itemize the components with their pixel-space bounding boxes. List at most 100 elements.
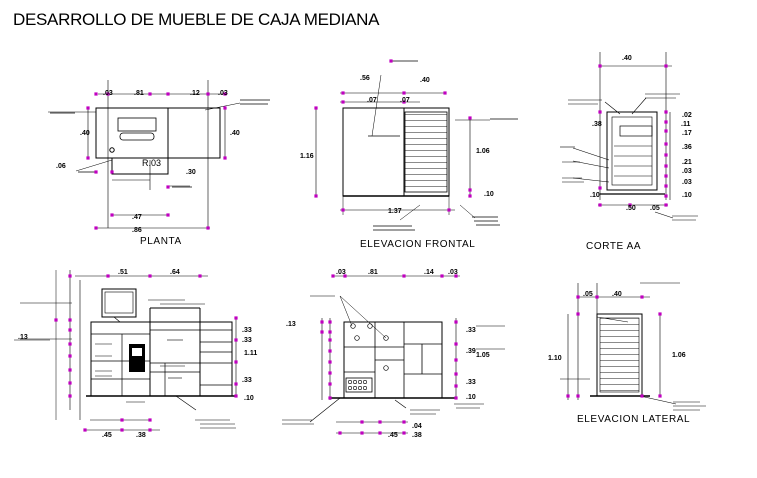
dimension-marker-55 [68, 368, 72, 372]
dimension-marker-34 [664, 129, 668, 133]
dimension-label-planta-7: .30 [186, 169, 196, 176]
dimension-label-planta-9: .86 [132, 227, 142, 234]
dimension-label-planta-6: .06 [56, 163, 66, 170]
dimension-label-elevacion-lateral-2: 1.10 [548, 355, 562, 362]
dimension-label-corte-aa-6: .21 [682, 159, 692, 166]
dimension-marker-65 [148, 428, 152, 432]
dimension-label-elevacion-frontal-1: .40 [420, 77, 430, 84]
dimension-marker-39 [664, 184, 668, 188]
dimension-marker-85 [454, 384, 458, 388]
dimension-label-elevacion-2-2: .14 [424, 269, 434, 276]
dimension-marker-69 [343, 274, 347, 278]
dimension-marker-79 [328, 382, 332, 386]
dimension-labels: .03.81.12.03.40.40.06.30.47.86.56.40.07.… [18, 55, 692, 439]
dimension-marker-54 [68, 354, 72, 358]
dimension-markers [54, 59, 668, 435]
dimension-marker-22 [314, 106, 318, 110]
dimension-label-elevacion-2-9: .10 [466, 394, 476, 401]
planta-caption: PLANTA [140, 236, 182, 247]
dimension-marker-40 [664, 194, 668, 198]
dimension-marker-60 [234, 360, 238, 364]
dimension-label-elevacion-1-0: .51 [118, 269, 128, 276]
dimension-marker-71 [440, 274, 444, 278]
dimension-label-elevacion-1-3: .33 [242, 327, 252, 334]
dimension-marker-8 [223, 106, 227, 110]
dimension-label-elevacion-2-10: .04 [412, 423, 422, 430]
dimension-marker-57 [68, 394, 72, 398]
dimension-label-planta-5: .40 [230, 130, 240, 137]
dimension-label-corte-aa-12: .05 [650, 205, 660, 212]
dimension-label-corte-aa-5: .36 [682, 144, 692, 151]
dimension-marker-28 [468, 188, 472, 192]
planta-view: R.03 [48, 80, 270, 229]
dimension-marker-15 [110, 170, 114, 174]
dimension-marker-77 [328, 360, 332, 364]
dimension-marker-24 [468, 116, 472, 120]
dimension-label-planta-8: .47 [132, 214, 142, 221]
dimension-marker-1 [106, 92, 110, 96]
dimension-label-elevacion-frontal-6: 1.37 [388, 208, 402, 215]
dimension-marker-63 [83, 428, 87, 432]
dimension-marker-84 [454, 372, 458, 376]
dimension-marker-25 [468, 194, 472, 198]
dimension-label-elevacion-1-1: .64 [170, 269, 180, 276]
dimension-label-planta-1: .81 [134, 90, 144, 97]
dimension-marker-26 [341, 208, 345, 212]
dimension-label-elevacion-2-5: .33 [466, 327, 476, 334]
dimension-label-elevacion-1-9: .38 [136, 432, 146, 439]
dimension-marker-76 [328, 349, 332, 353]
dimension-label-corte-aa-9: .10 [590, 192, 600, 199]
dimension-marker-93 [402, 420, 406, 424]
dimension-marker-47 [106, 274, 110, 278]
planta-label-r03: R.03 [142, 158, 161, 168]
dimension-marker-81 [454, 320, 458, 324]
dimension-label-corte-aa-11: .50 [626, 205, 636, 212]
dimension-marker-102 [658, 394, 662, 398]
dimension-marker-41 [598, 203, 602, 207]
dimension-marker-10 [110, 213, 114, 217]
dimension-marker-62 [234, 394, 238, 398]
dimension-marker-42 [628, 203, 632, 207]
dimension-marker-61 [234, 382, 238, 386]
dimension-marker-72 [454, 274, 458, 278]
elevacion-1-view [14, 270, 237, 431]
dimension-marker-32 [664, 110, 668, 114]
dimension-marker-17 [341, 91, 345, 95]
dimension-label-elevacion-frontal-5: 1.06 [476, 148, 490, 155]
dimension-label-planta-3: .03 [218, 90, 228, 97]
dimension-label-elevacion-2-8: .33 [466, 379, 476, 386]
corte-aa-view [560, 52, 698, 221]
dimension-marker-82 [454, 342, 458, 346]
dimension-marker-21 [402, 100, 406, 104]
dimension-marker-12 [94, 226, 98, 230]
dimension-label-elevacion-1-4: .33 [242, 337, 252, 344]
dimension-label-elevacion-2-1: .81 [368, 269, 378, 276]
dimension-marker-9 [223, 156, 227, 160]
dimension-marker-64 [120, 428, 124, 432]
dimension-label-elevacion-1-7: .10 [244, 395, 254, 402]
dimension-marker-49 [198, 274, 202, 278]
dimension-marker-73 [328, 320, 332, 324]
dimension-marker-80 [328, 396, 332, 400]
dimension-marker-20 [341, 100, 345, 104]
dimension-label-elevacion-frontal-3: .07 [400, 97, 410, 104]
dimension-marker-4 [206, 92, 210, 96]
dimension-marker-43 [664, 203, 668, 207]
dimension-marker-98 [640, 295, 644, 299]
dimension-label-elevacion-lateral-1: .40 [612, 291, 622, 298]
dimension-marker-96 [576, 295, 580, 299]
dimension-label-elevacion-frontal-4: 1.16 [300, 153, 314, 160]
dimension-marker-101 [658, 312, 662, 316]
elevacion-lateral-view [560, 282, 706, 411]
sheet-title: DESARROLLO DE MUEBLE DE CAJA MEDIANA [13, 10, 380, 29]
dimension-marker-13 [206, 226, 210, 230]
dimension-label-elevacion-2-3: .03 [448, 269, 458, 276]
dimension-marker-66 [120, 418, 124, 422]
dimension-marker-33 [664, 120, 668, 124]
dimension-marker-88 [360, 431, 364, 435]
dimension-marker-11 [166, 213, 170, 217]
dimension-marker-5 [223, 92, 227, 96]
dimension-marker-46 [68, 274, 72, 278]
dimension-label-elevacion-2-12: .38 [412, 432, 422, 439]
